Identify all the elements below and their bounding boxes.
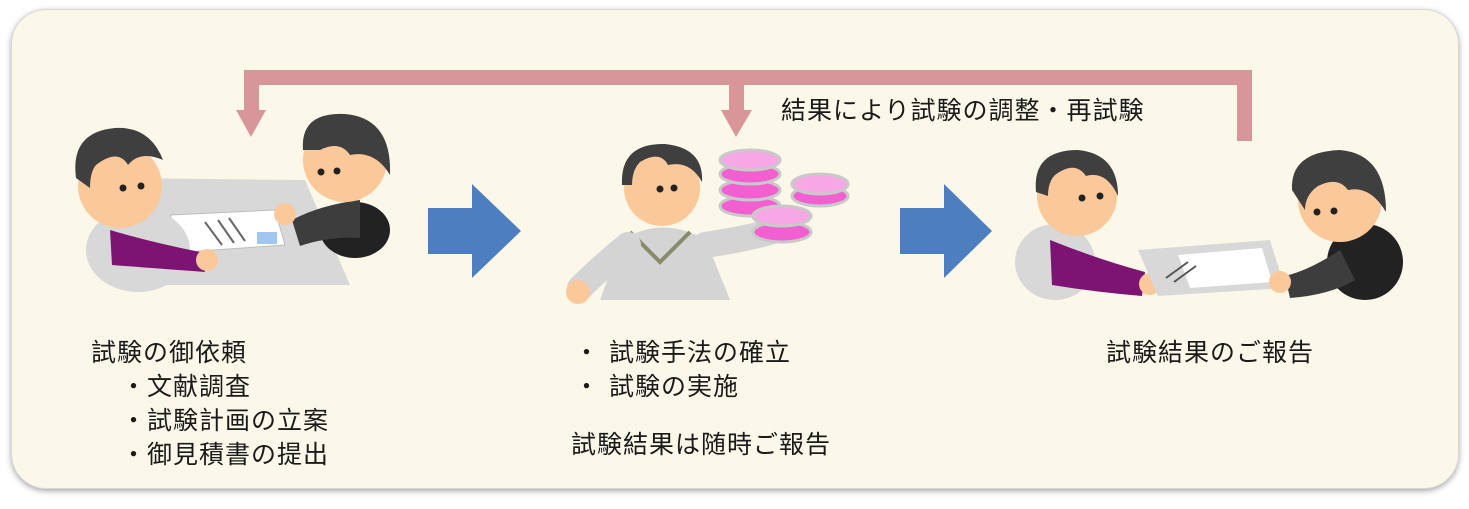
report-illustration [1015,150,1403,300]
step2-item: ・ 試験の実施 [574,372,739,401]
lab-test-illustration [566,143,850,304]
step1-item: ・文献調査 [121,372,252,401]
loop-label: 結果により試験の調整・再試験 [781,96,1145,125]
step2-note: 試験結果は随時ご報告 [571,430,832,459]
culture-dish-stack [718,148,850,244]
step1-item: ・試験計画の立案 [121,406,330,435]
consultation-illustration [75,113,391,292]
loop-arrow [236,70,1252,141]
step1-item: ・御見積書の提出 [121,440,330,469]
flow-arrow-2 [900,184,992,278]
step3-title: 試験結果のご報告 [1106,338,1315,367]
step1-title: 試験の御依頼 [91,338,248,367]
step1-block: 試験の御依頼 ・文献調査 ・試験計画の立案 ・御見積書の提出 [91,336,329,472]
step2-item: ・ 試験手法の確立 [574,338,791,367]
step2-block: ・ 試験手法の確立 ・ 試験の実施 [574,336,791,404]
flow-arrow-1 [428,184,521,278]
